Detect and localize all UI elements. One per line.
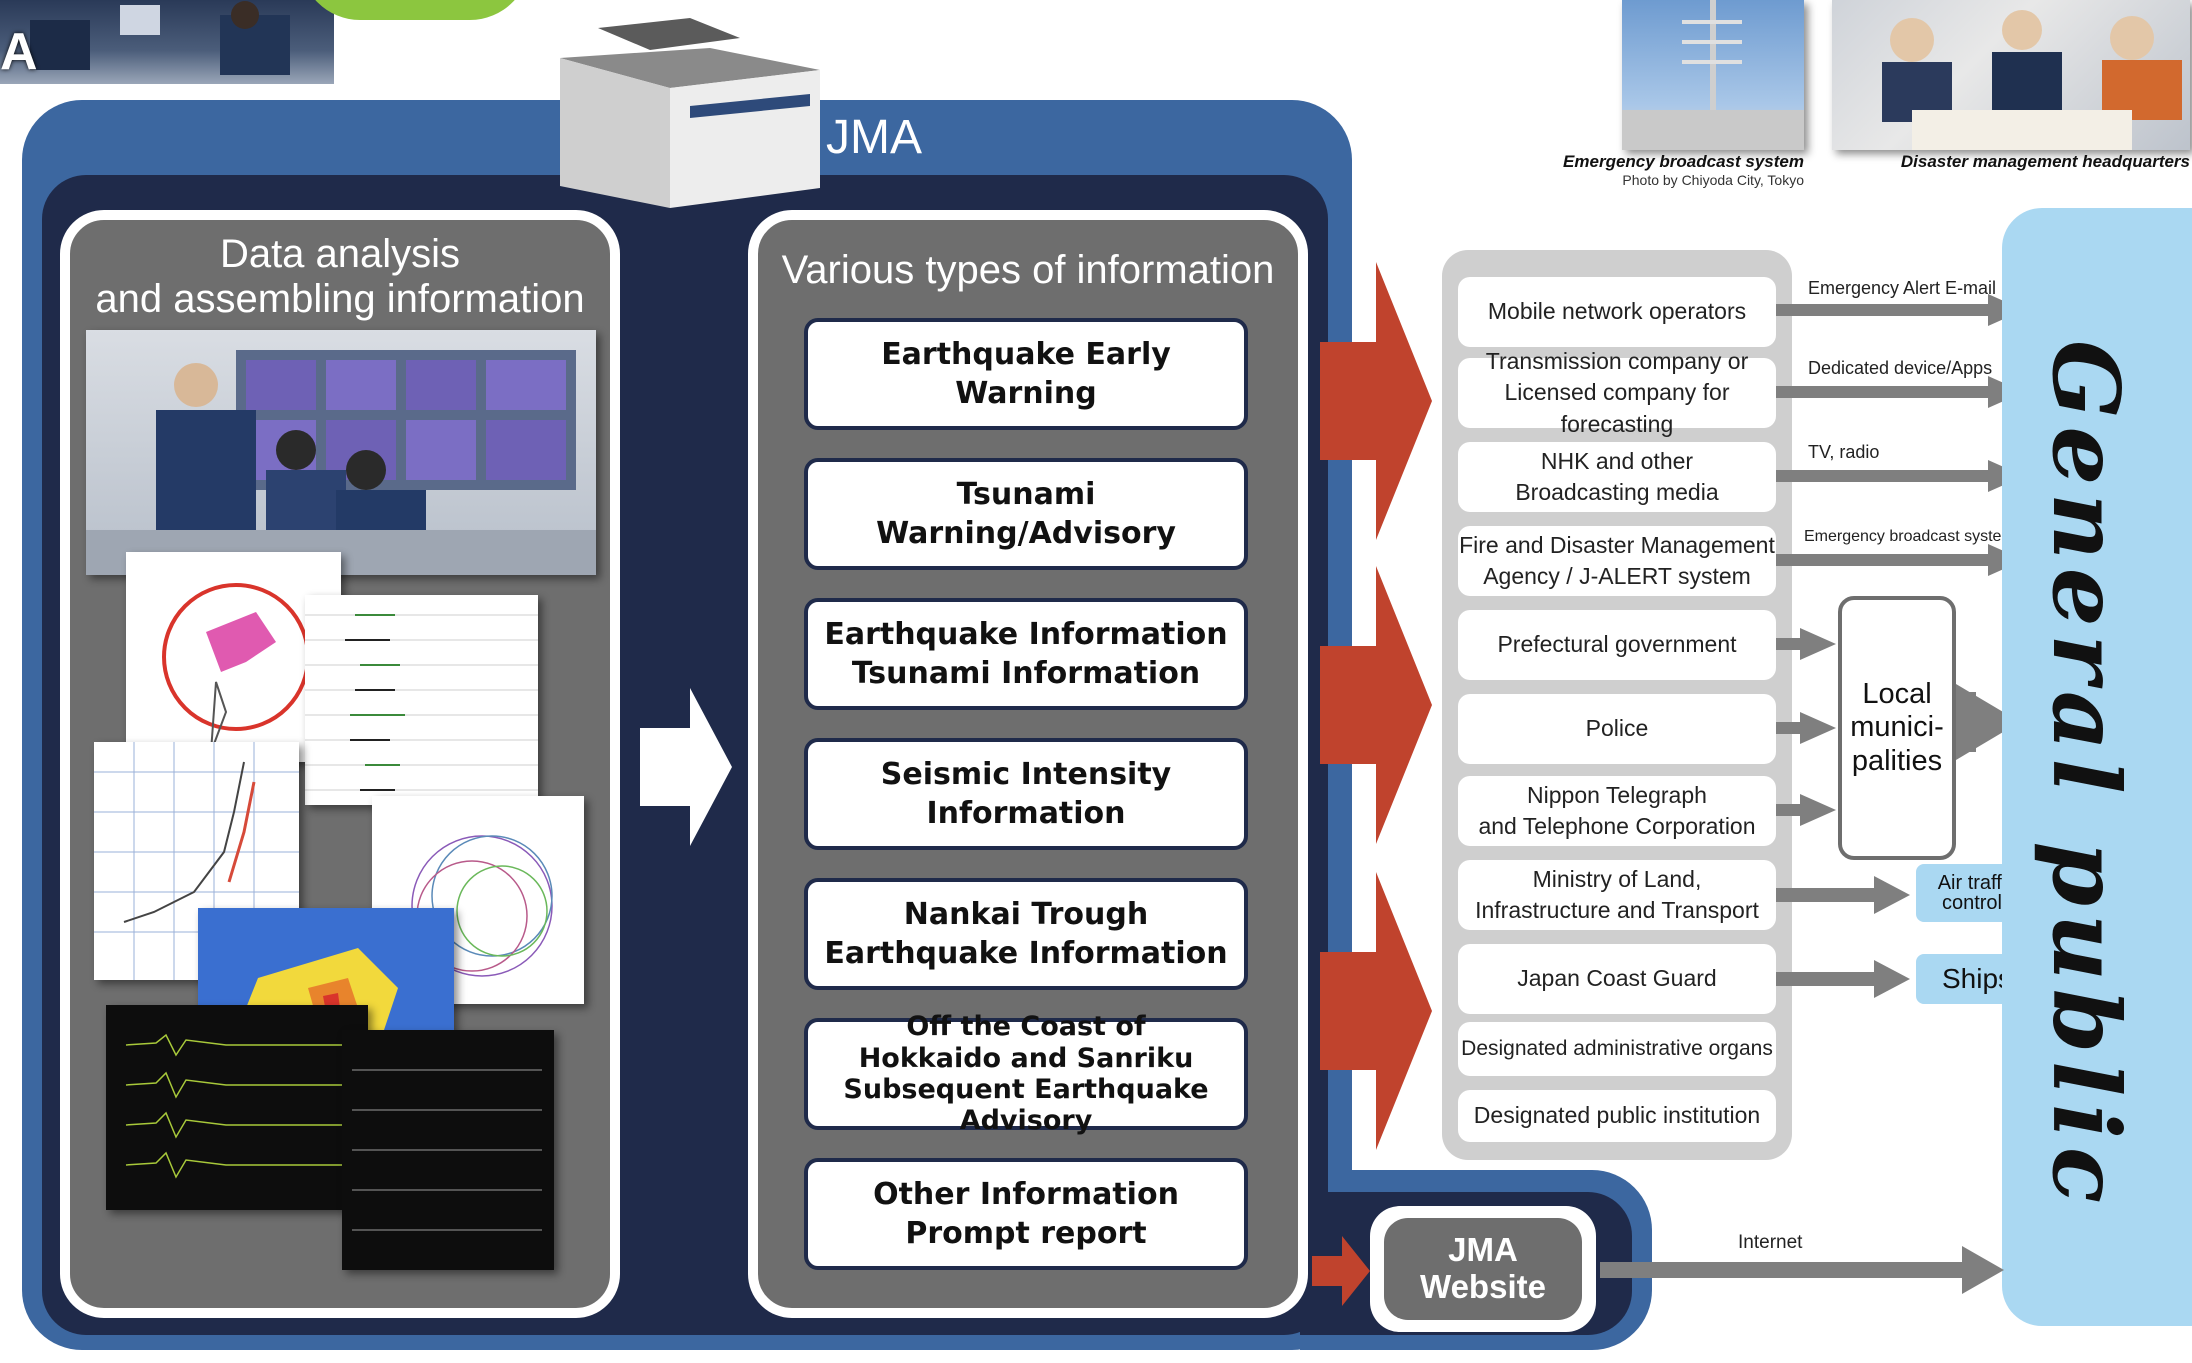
general-public-label: General public [2032,340,2140,1212]
analysis-panel-title: Data analysis and assembling information [95,232,585,321]
emergency-photo-caption: Emergency broadcast system [1563,152,1804,171]
meeting-illustration [1882,10,2182,150]
jma-label: JMA [826,111,922,164]
emergency-photo-credit: Photo by Chiyoda City, Tokyo [1622,172,1804,188]
org-mlit: Ministry of Land, Infrastructure and Tra… [1458,860,1776,930]
japan-grid-map [94,742,299,980]
red-arrow-top [1320,262,1432,540]
org-fire-disaster-agency: Fire and Disaster Management Agency / J-… [1458,526,1776,596]
red-arrow-middle [1320,566,1432,844]
control-room-photo [86,330,596,575]
red-arrow-bottom [1320,872,1432,1150]
org-transmission-company: Transmission company or Licensed company… [1458,348,1776,437]
org-japan-coast-guard: Japan Coast Guard [1458,944,1776,1014]
info-item-seismic-intensity: Seismic Intensity Information [804,738,1248,850]
info-item-nankai-trough: Nankai Trough Earthquake Information [804,878,1248,990]
info-item-other-information: Other Information Prompt report [804,1158,1248,1270]
jma-website-label: JMA Website [1384,1218,1582,1320]
general-public-panel [2002,208,2192,1326]
channel-emergency-broadcast-system: Emergency broadcast system [1804,528,2015,545]
control-room-illustration [86,350,596,575]
org-designated-public-institution: Designated public institution [1458,1090,1776,1142]
local-municipalities-box: Local munici- palities [1838,596,1956,860]
channel-tv-radio: TV, radio [1808,442,1880,462]
waveform-chart-1 [106,1005,368,1210]
info-item-earthquake-early-warning: Earthquake Early Warning [804,318,1248,430]
operators-illustration [30,1,290,75]
emergency-broadcast-photo [1622,0,1804,150]
seismogram-svg [305,614,538,791]
internet-label: Internet [1738,1232,1803,1253]
info-panel-title: Various types of information [781,248,1275,292]
jma-building-icon [560,18,820,208]
channel-emergency-alert-email: Emergency Alert E-mail [1808,278,1997,298]
waveform-chart-2 [342,1030,554,1270]
channel-dedicated-device-apps: Dedicated device/Apps [1808,358,1993,378]
flow-arrow-white [640,688,732,846]
green-badge [300,0,530,20]
org-designated-administrative-organs: Designated administrative organs [1458,1022,1776,1076]
org-prefectural-government: Prefectural government [1458,610,1776,680]
antenna-illustration [1622,0,1804,150]
hq-photo-caption: Disaster management headquarters [1900,152,2190,171]
org-police: Police [1458,694,1776,764]
waveform-svg-2 [352,1069,542,1231]
info-item-earthquake-tsunami-information: Earthquake Information Tsunami Informati… [804,598,1248,710]
seismogram-chart [305,595,538,805]
red-arrow-website [1312,1236,1370,1306]
org-mobile-network-operators: Mobile network operators [1458,277,1776,347]
top-left-photo [0,0,334,84]
org-ntt: Nippon Telegraph and Telephone Corporati… [1458,776,1776,846]
info-item-hokkaido-sanriku: Off the Coast of Hokkaido and Sanriku Su… [804,1011,1248,1136]
waveform-svg-1 [125,1033,368,1179]
corner-letter: A [0,23,38,81]
hq-photo [1832,0,2190,150]
internet-arrow [1600,1246,2004,1294]
info-item-tsunami-warning: Tsunami Warning/Advisory [804,458,1248,570]
org-nhk-broadcasting: NHK and other Broadcasting media [1458,442,1776,512]
